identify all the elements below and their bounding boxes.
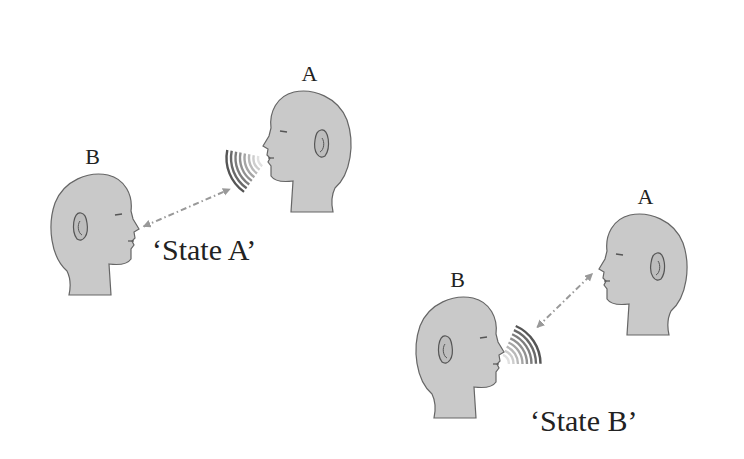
head-illustration	[598, 211, 693, 336]
speaker-head: A	[598, 185, 693, 336]
sound-wave-arc	[516, 326, 541, 364]
person-label: A	[262, 62, 357, 86]
speech-connector	[144, 189, 230, 226]
person-label: B	[45, 145, 140, 169]
sound-wave-arc	[254, 155, 260, 170]
sound-wave-arc	[505, 351, 514, 364]
sound-wave-arc	[503, 355, 509, 364]
sound-wave-arc	[512, 334, 531, 364]
speaker-head: A	[262, 62, 357, 213]
sound-wave-arc	[258, 156, 262, 166]
head-illustration	[45, 171, 140, 296]
state-label: ‘State B’	[530, 404, 637, 438]
head-illustration	[262, 88, 357, 213]
speech-connector	[537, 274, 592, 328]
person-label: A	[598, 185, 693, 209]
speaker-head: B	[410, 268, 505, 419]
person-label: B	[410, 268, 505, 292]
speaker-head: B	[45, 145, 140, 296]
sound-wave-arc	[514, 330, 536, 364]
sound-wave-arc	[249, 154, 257, 173]
head-illustration	[410, 294, 505, 419]
state-label: ‘State A’	[152, 233, 256, 267]
sound-wave-arc	[227, 150, 245, 192]
